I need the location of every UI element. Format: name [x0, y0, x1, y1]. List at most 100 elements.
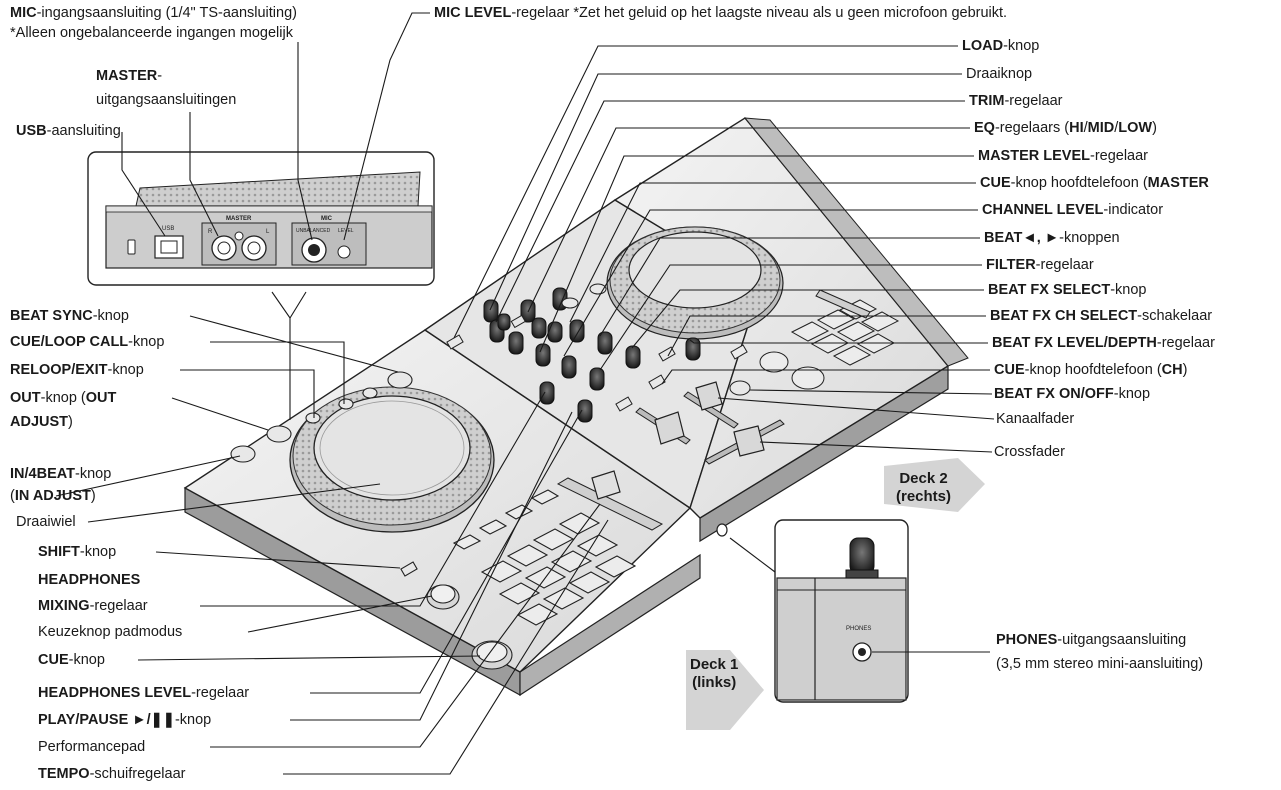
label-fx-ch-select: BEAT FX CH SELECT-schakelaar	[990, 308, 1212, 325]
label-key: BEAT FX CH SELECT	[990, 308, 1138, 324]
label-rest: -knop (	[40, 390, 86, 406]
label-load: LOAD-knop	[962, 38, 1039, 55]
label-mic-level: MIC LEVEL-regelaar *Zet het geluid op he…	[434, 5, 1007, 22]
deck1-line2: (links)	[692, 674, 737, 691]
front-phones-jack	[716, 523, 728, 537]
label-pad-mode: Keuzeknop padmodus	[38, 624, 183, 640]
label-filter: FILTER-regelaar	[986, 257, 1094, 274]
label-rest: -knop	[1113, 386, 1151, 402]
label-key: IN/4BEAT	[10, 466, 75, 482]
label-key: BEAT SYNC	[10, 308, 93, 324]
label-key: CUE	[38, 652, 69, 668]
label-master-level: MASTER LEVEL-regelaar	[978, 148, 1148, 165]
label-rest: -knoppen	[1059, 230, 1120, 246]
label-key: SHIFT	[38, 544, 80, 560]
label-key: CUE	[994, 362, 1025, 378]
label-fx-on-off: BEAT FX ON/OFF-knop	[994, 386, 1150, 403]
label-key: IN ADJUST	[14, 488, 91, 504]
label-channel-level: CHANNEL LEVEL-indicator	[982, 202, 1163, 219]
leader-lines	[55, 12, 995, 775]
label-headphones-level: HEADPHONES LEVEL-regelaar	[38, 685, 249, 702]
label-eq: EQ-regelaars (HI/MID/LOW)	[974, 120, 1157, 136]
label-rest: -regelaar	[1089, 148, 1149, 164]
panel-level-text: LEVEL	[338, 228, 354, 234]
label-key: FILTER	[986, 257, 1036, 273]
label-key: BEAT◄, ►	[984, 230, 1060, 246]
panel-usb-text: USB	[162, 226, 175, 232]
label-key2: MASTER	[1147, 175, 1209, 191]
label-rest: -schuifregelaar	[89, 766, 186, 782]
label-open: (	[10, 488, 15, 504]
panel-mic-text: MIC	[321, 216, 332, 222]
label-rest: -knop hoofdtelefoon (	[1010, 175, 1148, 191]
deck2-arrow	[884, 458, 985, 512]
deck1-label: Deck 1(links)	[690, 656, 738, 692]
label-cue-ch: CUE-knop hoofdtelefoon (CH)	[994, 362, 1187, 379]
label-key: MASTER LEVEL	[978, 148, 1090, 164]
label-rest: -aansluiting	[46, 123, 121, 139]
label-rest: -knop	[75, 466, 112, 482]
label-rest: -regelaar *Zet het geluid op het laagste…	[511, 5, 1008, 21]
label-key: RELOOP/EXIT	[10, 362, 108, 378]
phones-inset	[774, 519, 909, 703]
faders	[635, 381, 785, 465]
label-channel-fader: Kanaalfader	[996, 411, 1075, 427]
label-rest: -knop	[107, 362, 144, 378]
label-rest: -knop	[174, 712, 212, 728]
label-in-4beat: IN/4BEAT-knop	[10, 466, 111, 483]
label-rest: -knop	[1110, 282, 1147, 298]
deck2-line2: (rechts)	[896, 488, 952, 505]
deck2-line1: Deck 2	[899, 470, 948, 487]
label-key: MASTER	[96, 68, 158, 84]
label-key: ADJUST	[10, 414, 69, 430]
performance-pads	[452, 489, 637, 626]
label-master-output-line2: uitgangsaansluitingen	[96, 92, 237, 108]
deck1-arrow	[686, 650, 764, 730]
label-beat-sync: BEAT SYNC-knop	[10, 308, 129, 325]
label-trim: TRIM-regelaar	[969, 93, 1062, 110]
label-key: USB	[16, 123, 47, 139]
label-headphones-mixing-line2: MIXING-regelaar	[38, 598, 148, 615]
label-key: BEAT FX SELECT	[988, 282, 1111, 298]
label-phones-line2: (3,5 mm stereo mini-aansluiting)	[996, 656, 1204, 672]
label-crossfader: Crossfader	[994, 444, 1065, 460]
label-rest: -regelaars (	[994, 120, 1070, 136]
jog-wheel-right	[606, 226, 784, 340]
label-key: LOAD	[962, 38, 1004, 54]
label-rest: -regelaar	[1035, 257, 1094, 273]
label-rest: -knop hoofdtelefoon (	[1024, 362, 1162, 378]
panel-unbalanced-text: UNBALANCED	[296, 228, 331, 234]
label-rest: -knop	[92, 308, 129, 324]
label-out: OUT-knop (OUT	[10, 390, 116, 407]
label-cue-loop-call: CUE/LOOP CALL-knop	[10, 334, 164, 351]
label-rest: -ingangsaansluiting (1/4" TS-aansluiting…	[36, 5, 297, 21]
tempo-slider	[556, 470, 664, 531]
label-performance-pad: Performancepad	[38, 739, 146, 755]
deck1-line1: Deck 1	[690, 656, 739, 673]
label-key2: OUT	[85, 390, 117, 406]
label-usb: USB-aansluiting	[16, 123, 121, 140]
label-rest: -knop	[1003, 38, 1040, 54]
label-k1: HI	[1069, 120, 1084, 136]
label-k2: MID	[1087, 120, 1115, 136]
label-close: )	[90, 488, 96, 504]
back-panel-inset	[87, 151, 435, 286]
label-key: CHANNEL LEVEL	[982, 202, 1104, 218]
panel-phones-text: PHONES	[846, 626, 872, 632]
label-key: PHONES	[996, 632, 1058, 648]
label-close: )	[1182, 362, 1188, 378]
panel-master-text: MASTER	[226, 216, 252, 222]
label-rest: -uitgangsaansluiting	[1057, 632, 1187, 648]
label-rest: )	[68, 414, 73, 430]
label-key: MIC LEVEL	[434, 5, 512, 21]
label-close: )	[1152, 120, 1157, 136]
label-key: CUE	[980, 175, 1011, 191]
label-reloop-exit: RELOOP/EXIT-knop	[10, 362, 144, 379]
label-key: OUT	[10, 390, 41, 406]
label-mic-note: *Alleen ongebalanceerde ingangen mogelij…	[10, 25, 293, 41]
label-rest: -	[157, 68, 163, 84]
label-key: MIXING	[38, 598, 90, 614]
label-key: PLAY/PAUSE ►/❚❚	[38, 712, 175, 728]
label-key: EQ	[974, 120, 995, 136]
